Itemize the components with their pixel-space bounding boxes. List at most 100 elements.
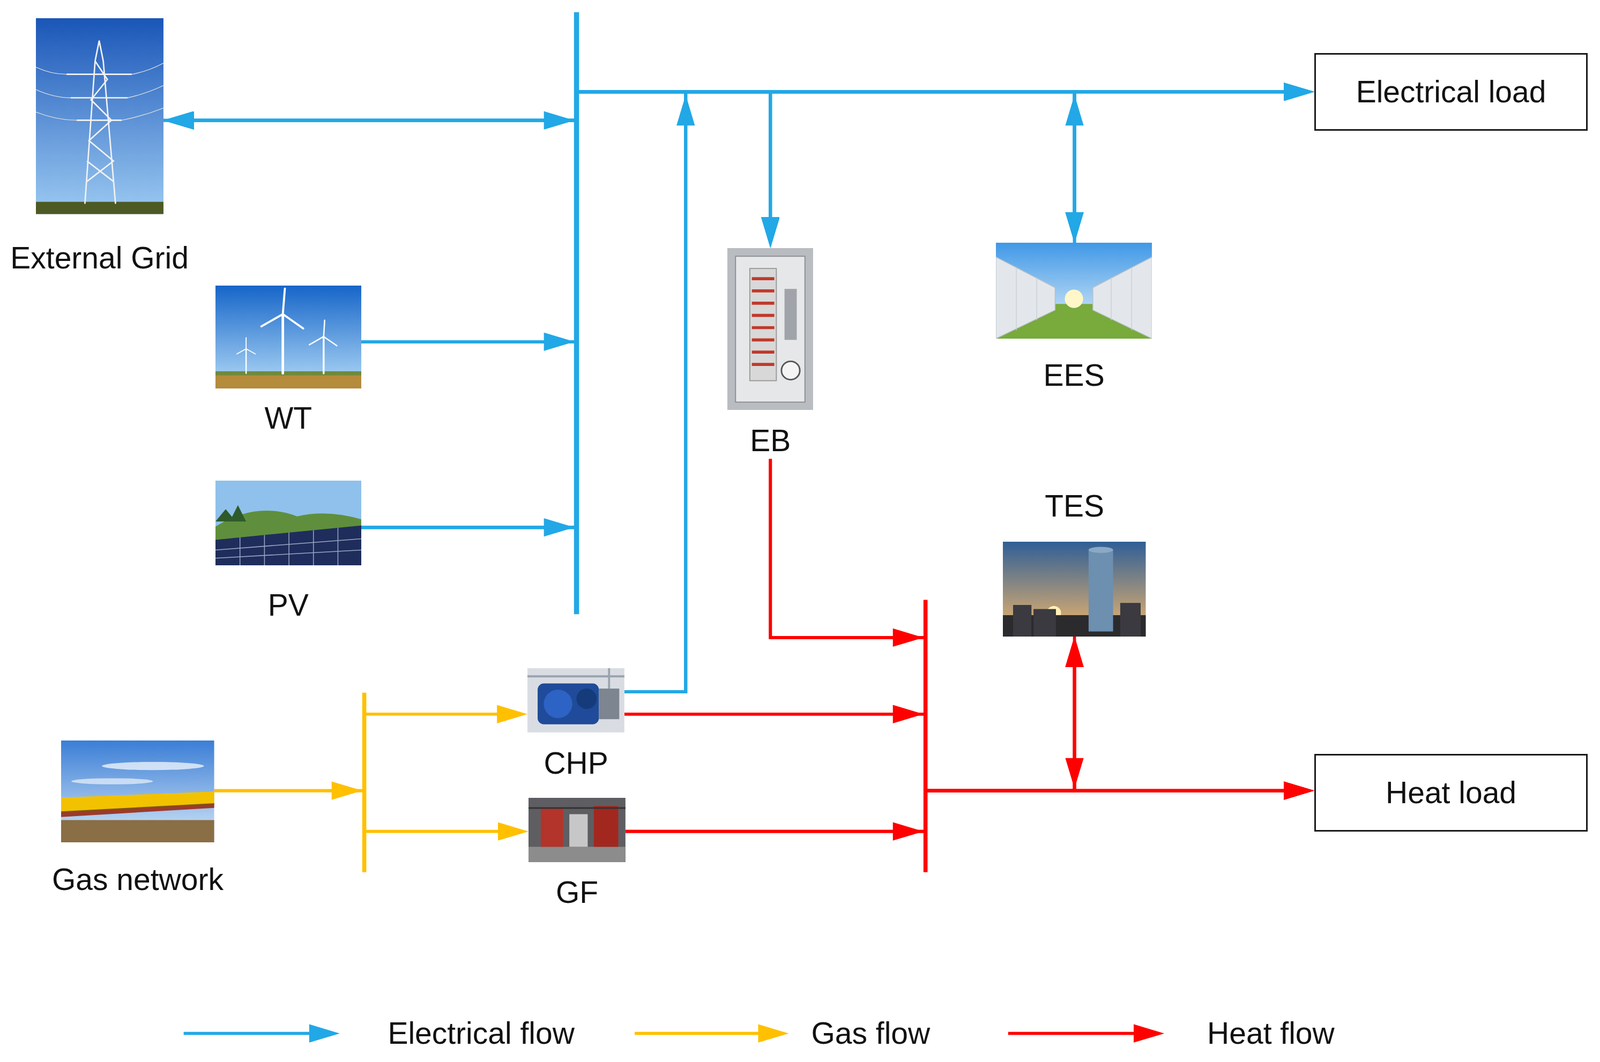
illustration-part [1002, 541, 1146, 637]
component-node: GF [528, 798, 626, 912]
illustration-part [236, 288, 338, 374]
illustration-part [263, 534, 265, 566]
legend-sample-line [634, 1032, 761, 1036]
illustration-part [735, 256, 806, 403]
illustration-part [245, 348, 247, 374]
illustration-part [1064, 289, 1083, 309]
illustration-part [749, 268, 777, 381]
component-node: Gas network [61, 740, 215, 898]
flow-connector [625, 657, 1075, 832]
eb-illustration [727, 248, 814, 411]
flow-connector [214, 791, 509, 832]
flow-connector [624, 657, 1075, 792]
legend-sample-head [757, 1024, 789, 1044]
gas-illustration [61, 740, 215, 843]
component-label: Gas network [51, 861, 224, 898]
illustration-part [537, 683, 599, 725]
flow-connector [163, 91, 1294, 121]
illustration-part [215, 527, 362, 566]
ees-illustration [995, 242, 1152, 339]
flow-connector [361, 91, 771, 528]
flow-connector [183, 91, 1075, 223]
flow-connector [183, 120, 577, 528]
illustration-part [215, 525, 362, 565]
illustration-part [1016, 267, 1017, 331]
illustration-part [281, 314, 285, 374]
legend-sample-head [309, 1024, 340, 1044]
illustration-part [313, 530, 315, 565]
illustration-part [84, 40, 116, 205]
illustration-part [752, 350, 775, 354]
illustration-part [781, 361, 800, 380]
legend-sample-line [1008, 1032, 1136, 1036]
illustration-part [215, 549, 362, 558]
illustration-part [215, 504, 247, 522]
illustration-part [71, 778, 153, 785]
load-box: Heat load [1314, 754, 1588, 832]
illustration-part [215, 373, 362, 390]
illustration-part [752, 362, 775, 367]
tes-illustration [1002, 541, 1146, 637]
component-label: WT [264, 399, 312, 437]
illustration-part [752, 289, 775, 293]
illustration-part [527, 668, 625, 689]
chp-illustration [527, 668, 625, 733]
flow-connector [361, 91, 771, 342]
gf-illustration [528, 798, 626, 863]
component-label: GF [555, 874, 599, 911]
component-node: EES [995, 242, 1152, 394]
illustration-part [86, 61, 114, 182]
illustration-part [727, 248, 814, 411]
illustration-part [282, 314, 303, 329]
illustration-part [309, 336, 324, 345]
legend-sample-line [183, 1032, 312, 1036]
flow-connector [214, 714, 508, 792]
illustration-part [995, 257, 1055, 339]
illustration-part [61, 820, 215, 844]
load-box: Electrical load [1314, 53, 1588, 131]
illustration-part [528, 807, 626, 809]
component-label: EB [749, 422, 791, 459]
illustration-part [236, 348, 247, 355]
flow-connector [361, 91, 1075, 528]
legend-label: Heat flow [1207, 1015, 1335, 1052]
component-label: External Grid [10, 239, 189, 277]
illustration-part [593, 806, 619, 847]
legend-label: Gas flow [810, 1015, 930, 1052]
component-node: PV [215, 480, 362, 624]
illustration-part [608, 668, 611, 689]
illustration-part [215, 371, 362, 376]
component-label: EES [1043, 356, 1105, 394]
flow-connector [770, 459, 1294, 792]
pv-illustration [215, 480, 362, 566]
illustration-part [261, 314, 283, 327]
component-node: TES [1002, 487, 1146, 637]
illustration-part [1092, 257, 1152, 339]
box-label: Electrical load [1356, 73, 1547, 110]
illustration-part [540, 808, 564, 847]
illustration-part [282, 288, 285, 315]
flow-connector [361, 91, 1294, 342]
illustration-part [1016, 267, 1132, 331]
flow-connector [770, 459, 1075, 792]
flow-connector [1074, 91, 1294, 243]
flow-connector [1074, 636, 1294, 792]
illustration-part [288, 532, 290, 566]
illustration-part [35, 63, 164, 121]
illustration-part [66, 40, 132, 205]
illustration-part [1033, 608, 1056, 637]
illustration-part [1120, 603, 1141, 637]
illustration-part [66, 74, 132, 121]
illustration-part [35, 63, 164, 121]
flow-connector [163, 91, 771, 228]
illustration-part [784, 288, 798, 340]
illustration-part [544, 689, 573, 719]
illustration-part [1036, 277, 1038, 321]
illustration-part [752, 313, 775, 317]
illustration-part [528, 798, 626, 863]
illustration-part [528, 846, 626, 863]
flow-connector [625, 791, 1294, 832]
illustration-part [337, 527, 339, 566]
box-label: Heat load [1385, 774, 1517, 811]
